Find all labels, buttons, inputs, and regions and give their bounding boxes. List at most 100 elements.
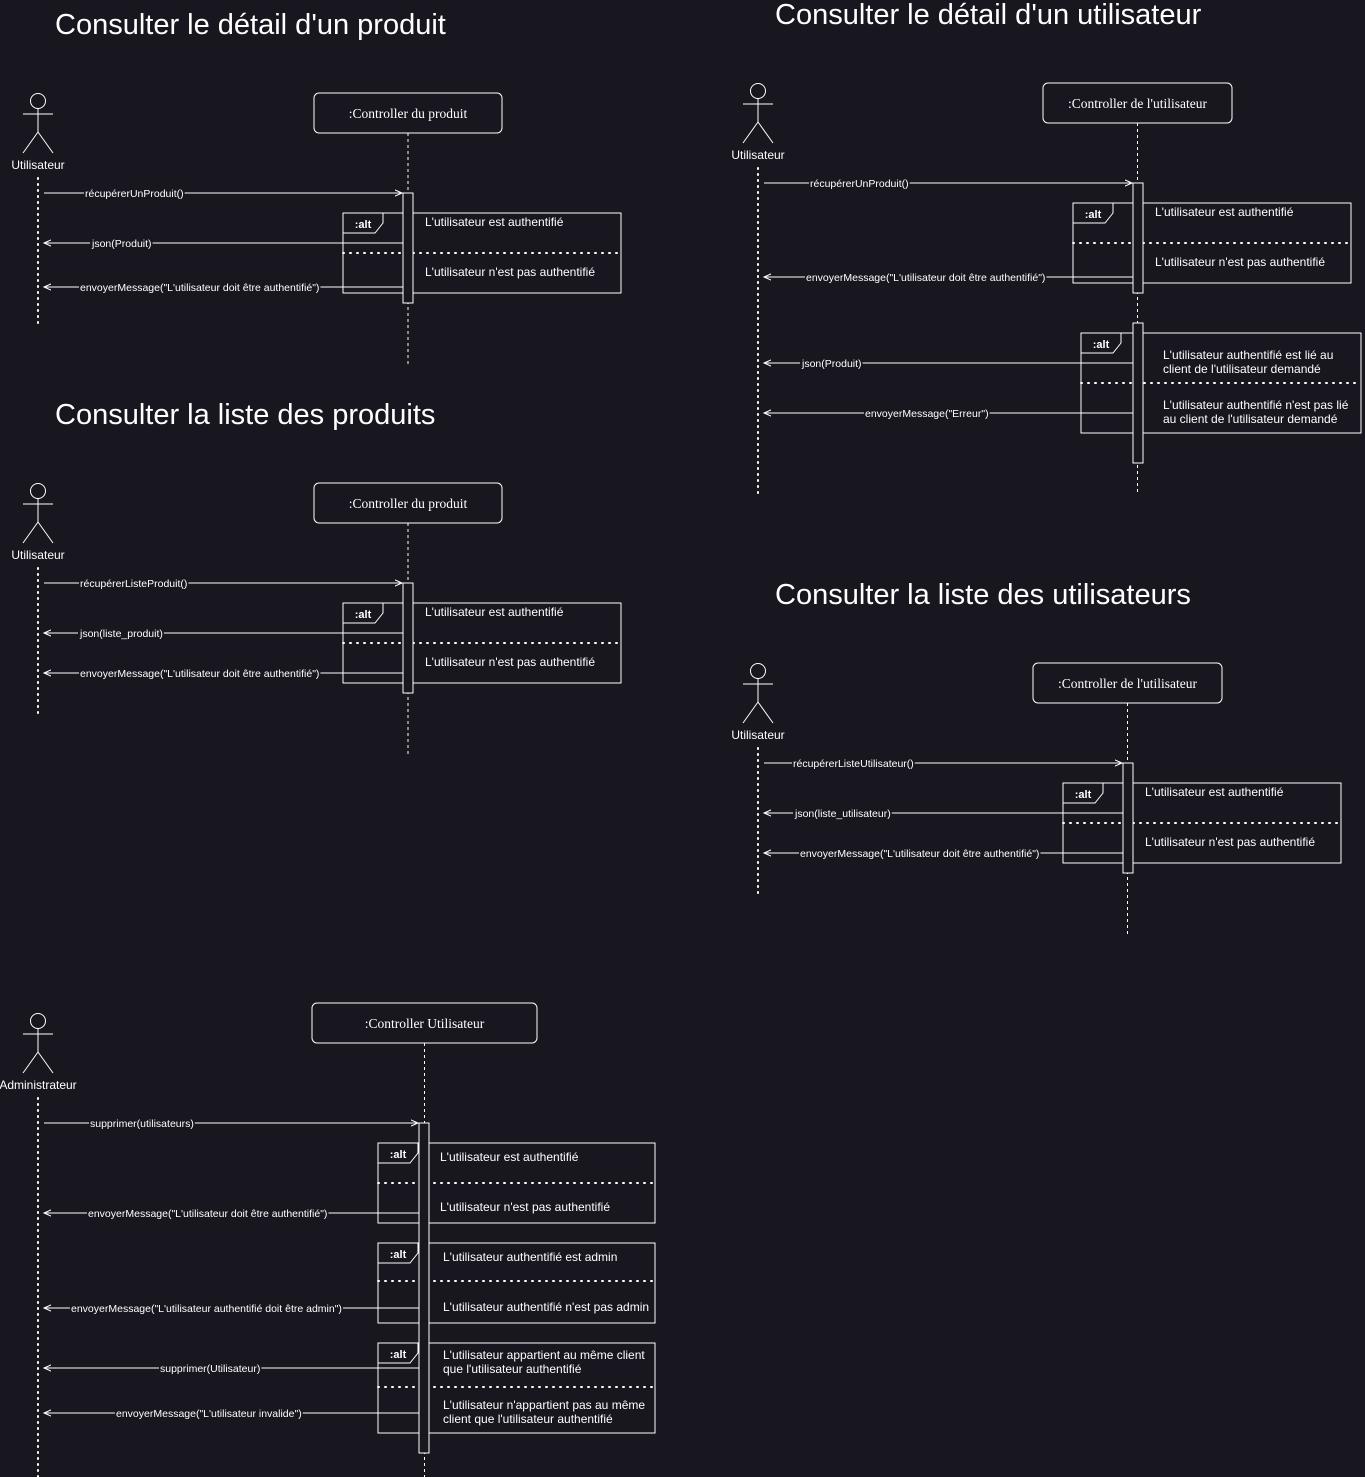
message-arrow: envoyerMessage("L'utilisateur doit être … — [44, 282, 403, 294]
controller-label: :Controller de l'utilisateur — [1058, 676, 1197, 691]
alt-label: :alt — [355, 609, 372, 621]
alt-condition: L'utilisateur n'est pas authentifié — [1145, 835, 1315, 849]
message-label: json(Produit) — [801, 358, 862, 370]
message-label: envoyerMessage("L'utilisateur doit être … — [80, 282, 319, 294]
message-arrow: envoyerMessage("L'utilisateur doit être … — [764, 272, 1133, 284]
message-label: envoyerMessage("L'utilisateur doit être … — [88, 1208, 327, 1220]
message-label: supprimer(utilisateurs) — [90, 1118, 194, 1130]
controller-label: :Controller de l'utilisateur — [1068, 96, 1207, 111]
diagram-title: Consulter le détail d'un utilisateur — [775, 0, 1202, 31]
alt-condition: L'utilisateur est authentifié — [1155, 205, 1294, 219]
message-label: envoyerMessage("L'utilisateur doit être … — [806, 272, 1045, 284]
message-label: json(liste_utilisateur) — [794, 808, 891, 820]
alt-label: :alt — [390, 1249, 407, 1261]
alt-label: :alt — [355, 219, 372, 231]
alt-tag — [378, 1143, 419, 1164]
alt-condition: L'utilisateur appartient au même client — [443, 1348, 645, 1362]
actor-label: Administrateur — [0, 1078, 77, 1092]
sequence-diagram-5: Administrateur :Controller Utilisateur :al… — [0, 1002, 656, 1477]
controller-box — [313, 482, 503, 524]
message-arrow: json(liste_produit) — [44, 628, 403, 640]
alt-condition: L'utilisateur authentifié n'est pas admi… — [443, 1300, 649, 1314]
sequence-diagram-1: Consulter le détail d'un produitUtilisat… — [11, 9, 622, 365]
alt-tag — [343, 603, 384, 624]
actor-label: Utilisateur — [731, 148, 784, 162]
alt-fragment: :alt L'utilisateur est authentifiéL'utili… — [1062, 782, 1342, 864]
actor-label: Utilisateur — [731, 728, 784, 742]
actor-icon — [22, 93, 54, 154]
message-label: json(Produit) — [91, 238, 152, 250]
controller-box — [311, 1002, 538, 1044]
sequence-diagram-2: Consulter la liste des produitsUtilisate… — [11, 399, 622, 755]
alt-condition: L'utilisateur n'est pas authentifié — [1155, 255, 1325, 269]
activation-bar — [1132, 182, 1144, 294]
alt-condition: client que l'utilisateur authentifié — [443, 1412, 613, 1426]
alt-label: :alt — [1075, 789, 1092, 801]
alt-fragment: :alt L'utilisateur est authentifiéL'utili… — [377, 1142, 656, 1224]
message-label: envoyerMessage("L'utilisateur doit être … — [80, 668, 319, 680]
message-arrow: envoyerMessage("Erreur") — [764, 408, 1133, 420]
message-arrow: envoyerMessage("L'utilisateur authentifi… — [44, 1303, 419, 1315]
controller-box — [1042, 82, 1233, 124]
alt-label: :alt — [1085, 209, 1102, 221]
activation-bar — [402, 192, 414, 304]
actor-icon — [742, 83, 774, 144]
message-arrow: supprimer(utilisateurs) — [44, 1118, 418, 1130]
activation-bar — [418, 1122, 430, 1454]
alt-label: :alt — [390, 1349, 407, 1361]
alt-condition: L'utilisateur n'est pas authentifié — [425, 655, 595, 669]
message-arrow: récupérerListeProduit() — [44, 578, 402, 590]
message-arrow: envoyerMessage("L'utilisateur doit être … — [44, 668, 403, 680]
diagram-title: Consulter la liste des utilisateurs — [775, 579, 1191, 611]
diagram-title: Consulter le détail d'un produit — [55, 9, 446, 41]
alt-condition: au client de l'utilisateur demandé — [1163, 412, 1338, 426]
activation-bar — [1132, 322, 1144, 464]
message-arrow: récupérerUnProduit() — [764, 178, 1132, 190]
message-label: envoyerMessage("L'utilisateur invalide") — [116, 1408, 302, 1420]
message-arrow: json(Produit) — [44, 238, 403, 250]
message-label: supprimer(Utilisateur) — [160, 1363, 260, 1375]
message-arrow: json(Produit) — [764, 358, 1133, 370]
alt-label: :alt — [390, 1149, 407, 1161]
alt-tag — [1081, 333, 1122, 354]
actor-icon — [742, 663, 774, 724]
alt-condition: L'utilisateur n'est pas authentifié — [425, 265, 595, 279]
alt-tag — [378, 1243, 419, 1264]
message-label: récupérerListeProduit() — [80, 578, 187, 590]
message-label: envoyerMessage("L'utilisateur doit être … — [800, 848, 1039, 860]
alt-condition: L'utilisateur est authentifié — [440, 1150, 579, 1164]
message-arrow: envoyerMessage("L'utilisateur doit être … — [764, 848, 1123, 860]
message-arrow: récupérerUnProduit() — [44, 188, 402, 200]
diagram-title: Consulter la liste des produits — [55, 399, 435, 431]
alt-tag — [378, 1343, 419, 1364]
controller-label: :Controller Utilisateur — [365, 1016, 485, 1031]
sequence-diagram-3: Consulter le détail d'un utilisateurUtil… — [731, 0, 1362, 496]
alt-condition: L'utilisateur authentifié est admin — [443, 1250, 617, 1264]
activation-bar — [1122, 762, 1134, 874]
controller-label: :Controller du produit — [349, 106, 468, 121]
actor-icon — [22, 1013, 54, 1074]
alt-tag — [343, 213, 384, 234]
message-label: récupérerListeUtilisateur() — [793, 758, 914, 770]
message-arrow: envoyerMessage("L'utilisateur doit être … — [44, 1208, 419, 1220]
alt-condition: L'utilisateur n'est pas authentifié — [440, 1200, 610, 1214]
message-arrow: récupérerListeUtilisateur() — [764, 758, 1122, 770]
message-arrow: json(liste_utilisateur) — [764, 808, 1123, 820]
alt-condition: L'utilisateur est authentifié — [1145, 785, 1284, 799]
actor-label: Utilisateur — [11, 548, 64, 562]
alt-fragment: :alt L'utilisateur appartient au même cli… — [377, 1342, 656, 1434]
message-label: envoyerMessage("Erreur") — [865, 408, 989, 420]
message-arrow: envoyerMessage("L'utilisateur invalide") — [44, 1408, 419, 1420]
alt-condition: L'utilisateur n'appartient pas au même — [443, 1398, 645, 1412]
alt-condition: L'utilisateur authentifié est lié au — [1163, 348, 1333, 362]
controller-label: :Controller du produit — [349, 496, 468, 511]
alt-tag — [1063, 783, 1104, 804]
message-label: récupérerUnProduit() — [810, 178, 909, 190]
alt-condition: L'utilisateur est authentifié — [425, 605, 564, 619]
controller-box — [313, 92, 503, 134]
alt-condition: que l'utilisateur authentifié — [443, 1362, 582, 1376]
activation-bar — [402, 582, 414, 694]
